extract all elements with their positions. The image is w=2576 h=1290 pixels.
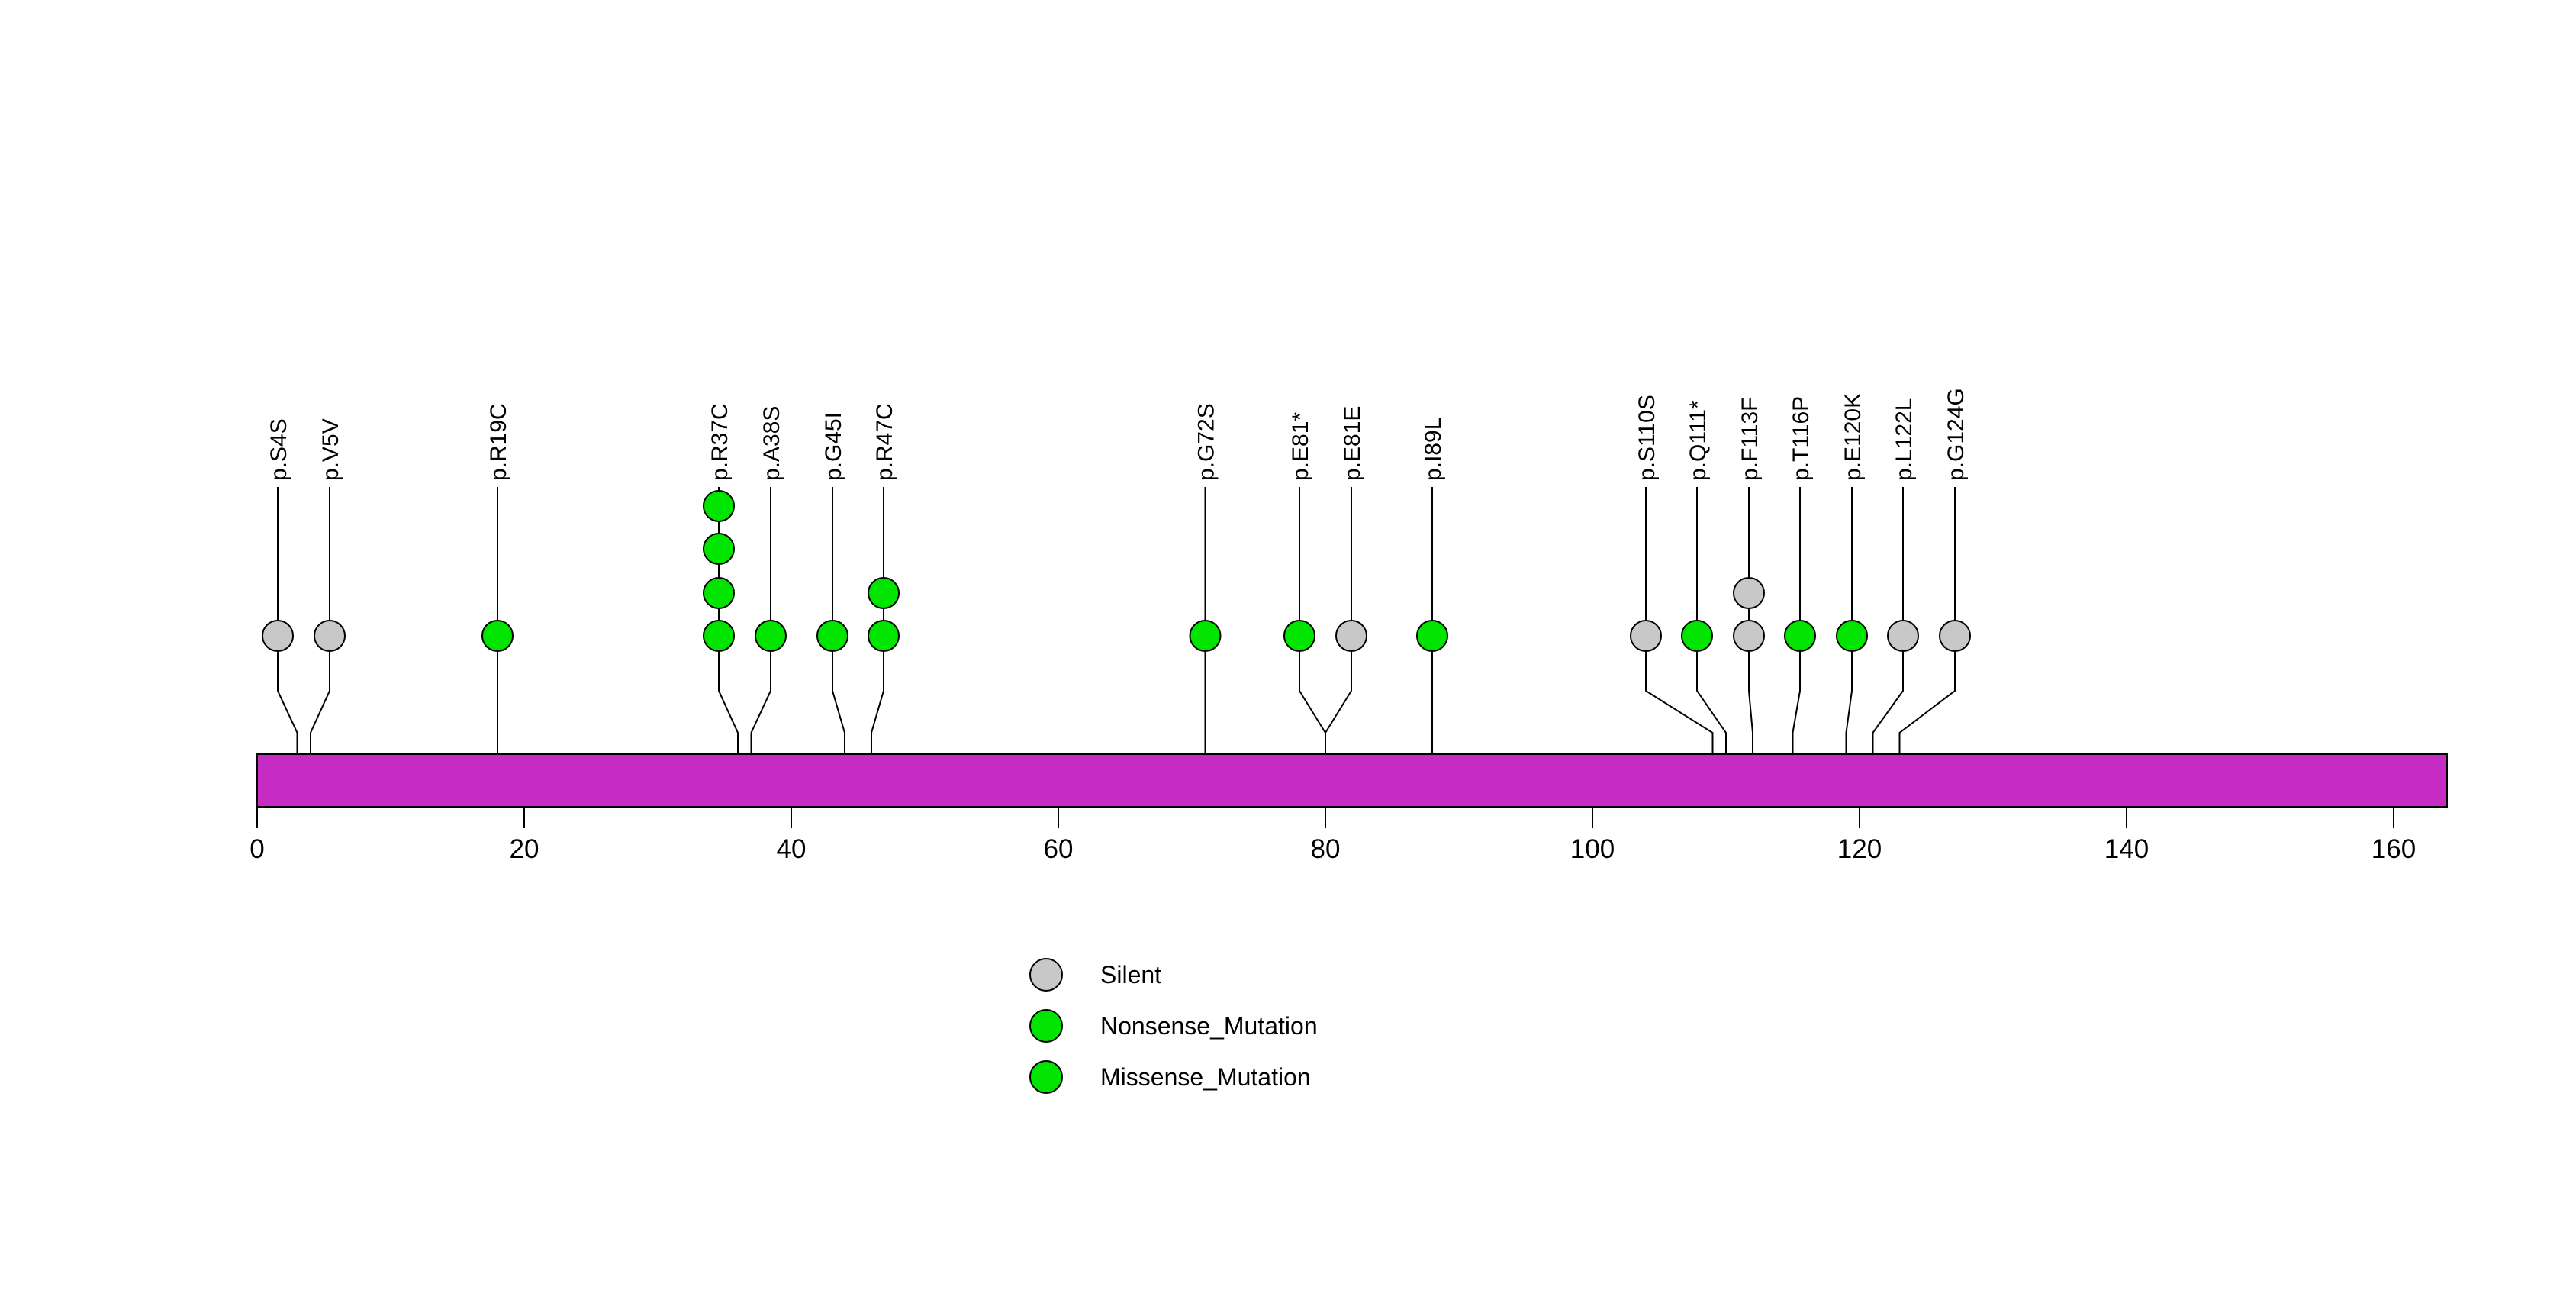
axis-tick-label: 0 [250,834,264,864]
mutation-circle-p-g124g [1939,620,1971,652]
legend-swatch-missense-mutation [1029,1060,1063,1094]
mutation-label-p-r37c: p.R37C [707,403,733,481]
mutation-circle-p-r37c-3 [703,533,735,565]
mutation-label-p-v5v: p.V5V [318,418,343,481]
mutation-circle-p-g72s [1189,620,1222,652]
mutation-labels: p.S4S p.V5V p.R19C p.R37C p.A38S p.G45I … [266,388,1969,481]
mutation-circle-p-e120k [1836,620,1868,652]
mutation-circle-p-i89l [1416,620,1448,652]
gene-body-bar [256,753,2448,808]
mutation-label-p-e120k: p.E120K [1840,393,1866,481]
mutation-circle-p-r37c-4 [703,490,735,522]
legend-item-nonsense-mutation: Nonsense_Mutation [1029,1009,1318,1043]
mutation-circle-p-g45i [816,620,848,652]
axis-tick-label: 120 [1837,834,1882,864]
mutation-label-p-s4s: p.S4S [266,418,291,481]
mutation-label-p-r19c: p.R19C [486,403,511,481]
mutation-label-p-g72s: p.G72S [1194,403,1219,481]
mutation-circle-p-r37c-1 [703,620,735,652]
legend: Silent Nonsense_Mutation Missense_Mutati… [1029,958,1318,1094]
axis-tick-label: 140 [2104,834,2149,864]
legend-item-silent: Silent [1029,958,1161,992]
mutation-label-p-s110s: p.S110S [1634,395,1660,481]
axis-tick-label: 80 [1311,834,1341,864]
mutation-circle-p-f113f-1 [1733,620,1765,652]
x-axis: 0 20 40 60 80 100 120 140 160 [250,807,2416,864]
mutation-label-p-i89l: p.I89L [1421,418,1446,481]
mutation-label-p-t116p: p.T116P [1789,396,1814,481]
mutation-circles [262,490,1971,652]
mutation-circle-p-t116p [1784,620,1816,652]
legend-label-missense-mutation: Missense_Mutation [1100,1063,1311,1091]
legend-swatch-nonsense-mutation [1029,1009,1063,1043]
mutation-label-p-e81x: p.E81* [1288,412,1313,481]
legend-label-nonsense-mutation: Nonsense_Mutation [1100,1012,1318,1040]
axis-tick-label: 40 [777,834,807,864]
mutation-label-p-a38s: p.A38S [759,406,784,481]
legend-label-silent: Silent [1100,961,1161,988]
mutation-circle-p-r47c-2 [868,577,900,609]
mutation-circle-p-s110s [1630,620,1662,652]
mutation-label-p-q111x: p.Q111* [1686,400,1711,481]
legend-swatch-silent [1029,958,1063,992]
mutation-circle-p-r19c [481,620,514,652]
mutation-circle-p-q111x [1681,620,1713,652]
mutation-circle-p-e81x [1283,620,1315,652]
mutation-circle-p-r37c-2 [703,577,735,609]
axis-tick-label: 100 [1570,834,1615,864]
mutation-label-p-g45i: p.G45I [821,412,846,481]
axis-tick-label: 20 [510,834,539,864]
mutation-circle-p-r47c-1 [868,620,900,652]
mutation-label-p-g124g: p.G124G [1943,388,1969,481]
axis-tick-label: 60 [1044,834,1074,864]
mutation-circle-p-s4s [262,620,294,652]
axis-tick-label: 160 [2372,834,2416,864]
mutation-circle-p-a38s [755,620,787,652]
mutation-circle-p-v5v [314,620,346,652]
mutation-circle-p-f113f-2 [1733,577,1765,609]
mutation-label-p-f113f: p.F113F [1737,398,1763,482]
legend-item-missense-mutation: Missense_Mutation [1029,1060,1311,1094]
mutation-circle-p-e81e [1335,620,1367,652]
mutation-label-p-e81e: p.E81E [1340,406,1365,481]
mutation-label-p-r47c: p.R47C [872,403,897,481]
mutation-circle-p-l122l [1887,620,1919,652]
mutation-label-p-l122l: p.L122L [1892,398,1917,481]
